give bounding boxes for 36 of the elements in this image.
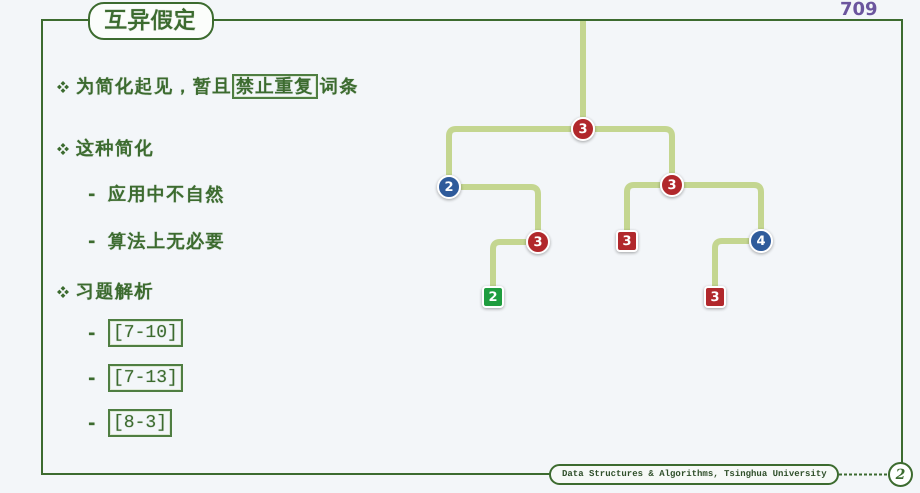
reference-tag: [7-10]: [108, 319, 183, 347]
list-dash: -: [88, 412, 96, 436]
footer-banner: Data Structures & Algorithms, Tsinghua University: [549, 464, 839, 485]
reference-tag: [8-3]: [108, 409, 172, 437]
tree-connector: [461, 184, 541, 230]
reference-tag: [7-13]: [108, 364, 183, 392]
sub-bullet-text: 算法上无必要: [108, 230, 225, 254]
tree-node: 4: [749, 229, 773, 253]
sub-bullet-text: 应用中不自然: [108, 183, 225, 207]
tree-connector: [595, 126, 675, 173]
bullet-text: 习题解析: [76, 280, 154, 304]
leaf-node: 2: [482, 286, 504, 308]
list-dash: -: [88, 230, 96, 254]
tree-node: 2: [437, 175, 461, 199]
leaf-node: 3: [616, 230, 638, 252]
tree-connector: [684, 182, 764, 229]
tree-connector: [624, 182, 660, 230]
list-dash: -: [88, 322, 96, 346]
bullet-text: 词条: [320, 75, 359, 99]
highlighted-term: 禁止重复: [232, 74, 318, 99]
tree-node: 3: [660, 173, 684, 197]
leaf-node: 3: [704, 286, 726, 308]
tree-connector: [712, 238, 749, 286]
list-dash: -: [88, 367, 96, 391]
tree-connector: [446, 126, 571, 175]
page-badge: 2: [888, 462, 913, 487]
list-dash: -: [88, 183, 96, 207]
tree-connector: [490, 239, 526, 286]
tree-node: 3: [571, 117, 595, 141]
tree-connector: [580, 21, 586, 117]
title-tab: 互异假定: [88, 2, 214, 40]
slide-number: 709: [840, 1, 878, 18]
bullet-text: 这种简化: [76, 137, 154, 161]
bullet-text: 为简化起见，暂且: [76, 75, 232, 99]
dotted-connector: [839, 474, 888, 476]
tree-node: 3: [526, 230, 550, 254]
